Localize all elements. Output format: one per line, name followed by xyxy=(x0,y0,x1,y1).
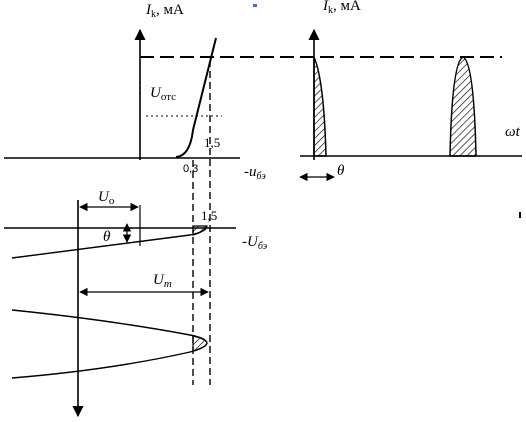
neg-ube-bottom: -Uбэ xyxy=(242,234,268,252)
um-label: Um xyxy=(153,272,172,290)
input-wave-lower xyxy=(11,309,208,379)
theta-label-left: θ xyxy=(103,229,111,245)
stray-tick-right xyxy=(519,212,521,218)
pulse-half-left xyxy=(313,56,327,157)
val-1-5-bottom: 1,5 xyxy=(201,208,217,223)
theta-label-right: θ xyxy=(337,163,345,179)
val-0-3: 0,3 xyxy=(183,163,198,175)
u-otc-label: Uотс xyxy=(150,85,176,103)
stray-dot xyxy=(253,4,257,7)
u0-label: Uо xyxy=(98,189,115,207)
omega-t-label: ωt xyxy=(505,124,521,140)
pulse-full-right xyxy=(449,56,477,157)
ik-label-right: Ik, мА xyxy=(322,0,361,16)
neg-ube-top: -uбэ xyxy=(244,164,266,182)
input-peak-lower xyxy=(192,335,208,352)
ik-label-left: Ik, мА xyxy=(145,2,184,20)
val-1-5-top: 1,5 xyxy=(204,135,220,150)
input-peak-upper xyxy=(192,225,208,236)
transfer-curve xyxy=(175,37,217,158)
